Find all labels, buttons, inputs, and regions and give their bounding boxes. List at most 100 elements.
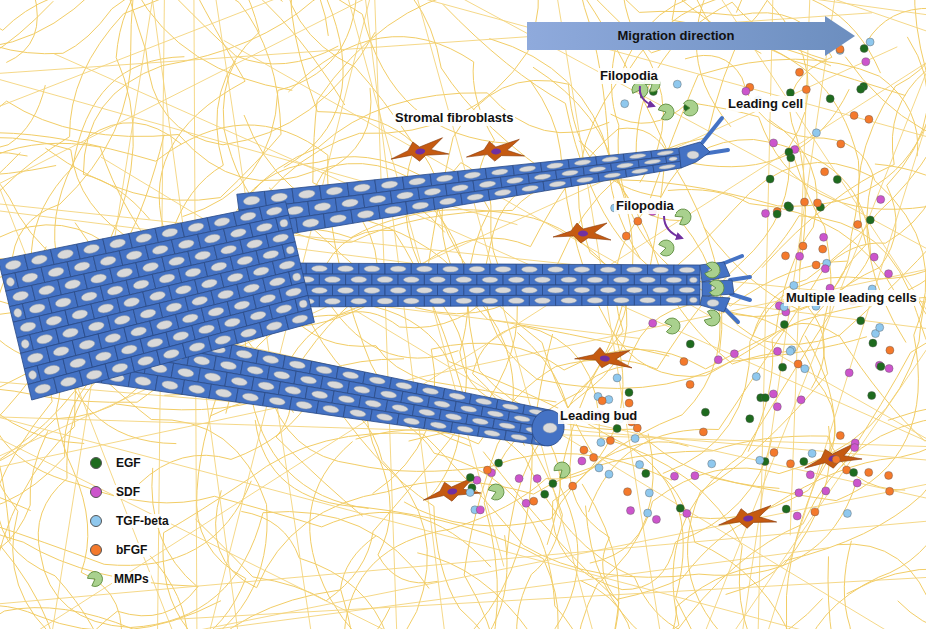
cell	[477, 275, 503, 286]
growth-factor-dot	[885, 365, 893, 373]
growth-factor-dot	[801, 198, 809, 206]
nucleus	[270, 192, 288, 203]
nucleus	[13, 308, 23, 318]
nucleus	[220, 360, 237, 370]
fiber	[164, 261, 847, 429]
cell	[370, 410, 399, 425]
growth-factor-dot	[686, 340, 694, 348]
nucleus	[149, 290, 166, 302]
nucleus	[289, 360, 306, 370]
growth-factor-dot	[786, 347, 794, 355]
fiber	[530, 80, 817, 377]
cell	[157, 343, 186, 364]
structure-label: Filopodia	[614, 198, 676, 214]
nucleus	[546, 162, 563, 169]
growth-factor-dot	[774, 347, 782, 355]
growth-factor-dot	[808, 449, 816, 457]
nucleus	[456, 277, 472, 283]
fiber	[0, 399, 926, 455]
cell	[411, 285, 437, 296]
fiber	[0, 47, 897, 629]
growth-factor-dot	[833, 175, 841, 183]
fiber	[0, 377, 926, 491]
nucleus	[184, 267, 201, 278]
fibroblast-body	[553, 223, 611, 243]
nucleus	[443, 287, 459, 293]
cell	[424, 418, 453, 433]
legend-text: EGF	[114, 456, 143, 470]
cell	[438, 285, 464, 296]
growth-factor-dot	[850, 469, 858, 477]
nucleus	[514, 415, 531, 423]
nucleus	[508, 277, 524, 283]
cell	[569, 285, 595, 295]
growth-factor-dot	[699, 428, 707, 436]
nucleus	[561, 169, 578, 176]
growth-factor-dot	[769, 390, 777, 398]
nucleus	[146, 337, 163, 349]
cell	[478, 426, 507, 440]
nucleus	[439, 197, 456, 206]
nucleus	[353, 183, 370, 193]
nucleus	[424, 187, 441, 196]
fiber	[214, 0, 404, 629]
nucleus	[269, 276, 286, 287]
nucleus	[52, 345, 70, 357]
fiber	[581, 472, 806, 629]
cell	[461, 190, 490, 205]
fiber	[325, 0, 801, 629]
nucleus	[88, 320, 106, 332]
nucleus	[204, 372, 221, 382]
cell	[516, 182, 545, 196]
cell	[488, 186, 517, 201]
nucleus	[327, 380, 344, 389]
growth-factor-dot	[857, 317, 865, 325]
nucleus	[412, 201, 429, 210]
cell	[385, 285, 411, 296]
growth-factor-dot	[779, 363, 787, 371]
nucleus	[561, 298, 577, 304]
nucleus	[43, 364, 61, 376]
fiber	[91, 0, 926, 352]
cell	[451, 422, 480, 436]
growth-factor-dot	[862, 58, 870, 66]
growth-factor-dot	[673, 80, 681, 88]
cell	[556, 295, 582, 305]
fiber	[0, 187, 639, 339]
stromal-fibroblast	[389, 137, 449, 165]
fibroblast-body	[465, 139, 524, 163]
fiber	[284, 0, 906, 168]
nucleus	[338, 395, 355, 404]
fiber	[0, 13, 872, 125]
growth-factor-dot	[851, 444, 859, 452]
cell	[319, 274, 345, 285]
filopodium	[730, 277, 750, 280]
nucleus	[549, 180, 566, 187]
fiber	[424, 0, 692, 629]
fiber	[0, 223, 113, 629]
cell	[80, 364, 109, 386]
direction-arrow: Migration direction	[527, 16, 855, 56]
cell	[653, 161, 681, 172]
nucleus	[243, 283, 260, 294]
cell	[438, 264, 464, 275]
cell	[674, 265, 700, 275]
cell	[543, 264, 569, 274]
nucleus	[177, 367, 194, 378]
nucleus	[472, 417, 489, 425]
cell	[634, 275, 660, 285]
nucleus	[600, 267, 616, 273]
nucleus	[85, 369, 103, 381]
growth-factor-dot	[826, 95, 834, 103]
nucleus	[62, 327, 80, 339]
fiber	[83, 0, 370, 219]
growth-factor-dot	[812, 261, 820, 269]
legend-swatch	[90, 486, 102, 498]
cell	[529, 275, 555, 285]
cell	[406, 198, 435, 214]
nucleus	[364, 266, 380, 272]
fiber	[226, 0, 539, 509]
growth-factor-dot	[676, 504, 684, 512]
